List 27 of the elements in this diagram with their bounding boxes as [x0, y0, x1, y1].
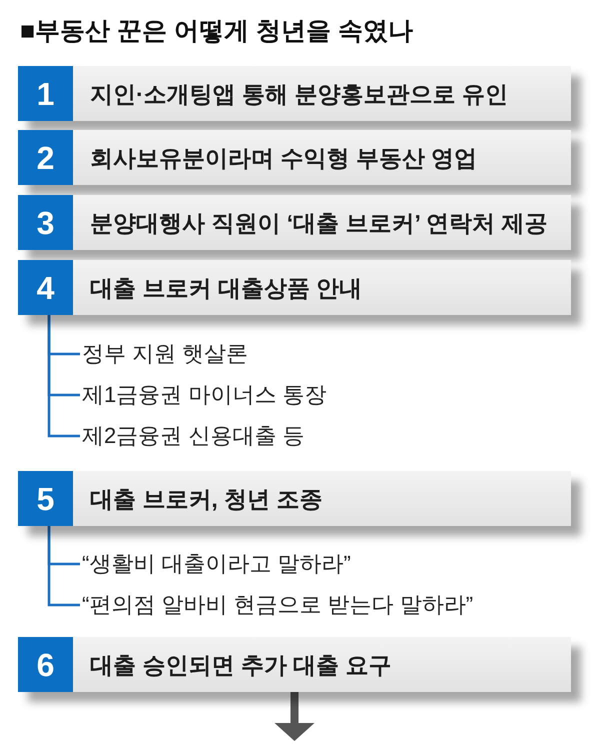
step-text: 분양대행사 직원이 ‘대출 브로커’ 연락처 제공 [90, 208, 548, 238]
step-bar [18, 130, 571, 185]
step-number-badge: 1 [18, 66, 73, 121]
tree-line [48, 526, 80, 606]
step-bar [18, 66, 571, 121]
list-item-text: 제2금융권 신용대출 등 [82, 422, 304, 450]
step-bar [18, 260, 571, 315]
diagram-title: ■부동산 꾼은 어떻게 청년을 속였나 [20, 16, 413, 47]
tree-line [48, 315, 80, 438]
step-number-badge: 2 [18, 130, 73, 185]
list-item-text: 정부 지원 햇살론 [82, 340, 248, 368]
step-bar [18, 637, 571, 692]
step-text: 회사보유분이라며 수익형 부동산 영업 [90, 144, 478, 172]
step-text: 대출 브로커 대출상품 안내 [90, 274, 362, 302]
step-number-badge: 5 [18, 471, 73, 526]
step-bar [18, 471, 571, 526]
list-item-text: “편의점 알바비 현금으로 받는다 말하라” [82, 591, 474, 619]
step-text: 지인·소개팅앱 통해 분양홍보관으로 유인 [90, 80, 508, 108]
step-number-badge: 6 [18, 637, 73, 692]
step-number-badge: 4 [18, 260, 73, 315]
step-text: 대출 승인되면 추가 대출 요구 [90, 650, 392, 680]
step-bar [18, 195, 571, 250]
down-arrow [274, 692, 314, 741]
step-text: 대출 브로커, 청년 조종 [90, 484, 323, 514]
step-number-badge: 3 [18, 195, 73, 250]
list-item-text: “생활비 대출이라고 말하라” [82, 550, 351, 578]
list-item-text: 제1금융권 마이너스 통장 [82, 381, 326, 409]
